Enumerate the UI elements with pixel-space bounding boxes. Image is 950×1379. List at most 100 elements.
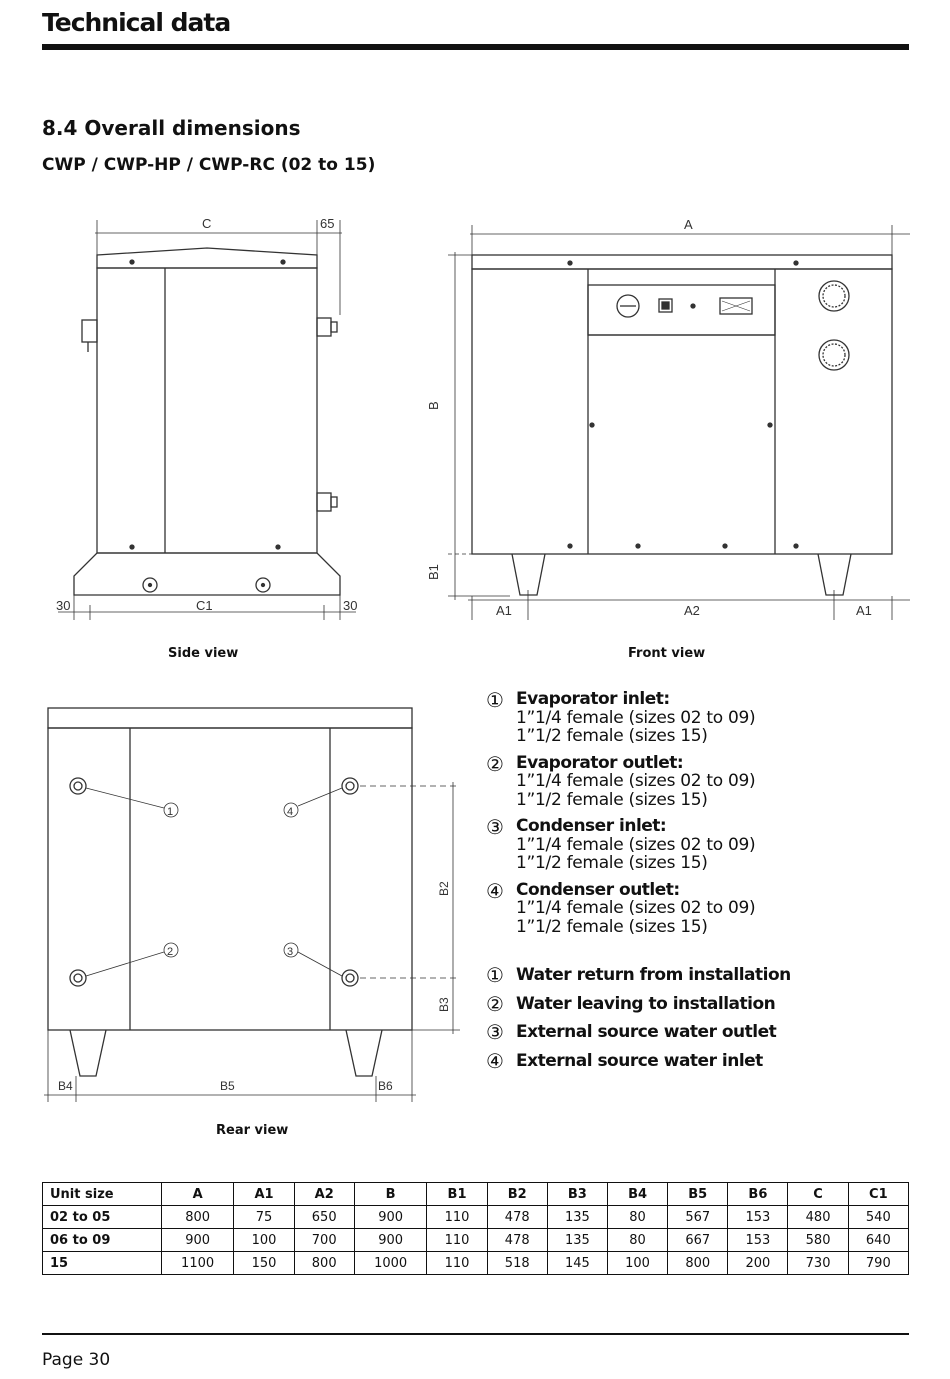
table-cell: 100	[606, 1251, 669, 1275]
column-header: A	[160, 1182, 235, 1206]
table-cell: 667	[667, 1228, 729, 1252]
legend-item: ① Evaporator inlet: 1”1/4 female (sizes …	[486, 690, 926, 746]
legend-number: ③	[486, 1020, 504, 1045]
table-cell: 640	[847, 1228, 910, 1252]
legend-line: 1”1/4 female (sizes 02 to 09)	[516, 771, 756, 791]
dim-label-b6: B6	[378, 1079, 393, 1093]
legend-number: ①	[486, 688, 504, 712]
page-header-title: Technical data	[42, 8, 231, 37]
legend-number: ②	[486, 751, 504, 776]
table-row: 15 1100 150 800 1000 110 518 145 100 800…	[42, 1251, 910, 1275]
table-cell: 80	[606, 1228, 669, 1252]
column-header: B2	[486, 1182, 548, 1206]
table-cell: 153	[727, 1228, 789, 1252]
legend-item: ④ Condenser outlet: 1”1/4 female (sizes …	[486, 878, 926, 937]
dim-label-a: A	[684, 217, 693, 232]
table-cell: 200	[727, 1251, 789, 1275]
table-cell: 567	[667, 1205, 729, 1229]
column-header: A2	[293, 1182, 355, 1206]
table-cell: 478	[486, 1228, 548, 1252]
legend-line: 1”1/2 female (sizes 15)	[516, 916, 708, 937]
front-view-drawing: A B B1 A1 A2 A1	[426, 217, 910, 620]
dim-label-c1: C1	[196, 598, 213, 613]
table-cell: 540	[847, 1205, 910, 1229]
table-cell: 75	[233, 1205, 295, 1229]
table-cell: 580	[787, 1228, 849, 1252]
dim-label-a1-left: A1	[496, 603, 512, 618]
header-rule	[42, 44, 909, 50]
water-function-legend: ① Water return from installation ② Water…	[486, 961, 926, 1075]
table-cell: 145	[546, 1251, 608, 1275]
table-cell: 135	[546, 1205, 608, 1229]
table-cell: 900	[160, 1228, 235, 1252]
side-view-drawing: C 65 30 C1 30	[56, 216, 357, 620]
legend-text: External source water outlet	[516, 1022, 777, 1042]
side-view-caption: Side view	[168, 646, 239, 661]
dim-label-a2: A2	[684, 603, 700, 618]
legend-item: ② Evaporator outlet: 1”1/4 female (sizes…	[486, 751, 926, 810]
legend-title: Evaporator inlet:	[516, 689, 670, 709]
dim-label-30-left: 30	[56, 598, 70, 613]
legend-line: 1”1/4 female (sizes 02 to 09)	[516, 834, 756, 855]
table-cell: 100	[233, 1228, 295, 1252]
legend-number: ②	[486, 991, 504, 1016]
table-row: 02 to 05 800 75 650 900 110 478 135 80 5…	[42, 1205, 910, 1229]
column-header: B3	[546, 1182, 608, 1206]
rear-callout-2: 2	[167, 946, 173, 958]
connection-legend: ① Evaporator inlet: 1”1/4 female (sizes …	[486, 690, 926, 944]
legend-title: Condenser inlet:	[516, 816, 667, 836]
table-cell: 110	[426, 1251, 488, 1275]
dim-label-b4: B4	[58, 1079, 73, 1093]
legend-item: ④ External source water inlet	[486, 1047, 926, 1076]
table-cell: 02 to 05	[42, 1205, 162, 1229]
table-cell: 06 to 09	[42, 1228, 162, 1252]
model-subtitle: CWP / CWP-HP / CWP-RC (02 to 15)	[42, 155, 376, 175]
table-cell: 650	[293, 1205, 355, 1229]
legend-text: Water leaving to installation	[516, 993, 776, 1014]
table-cell: 790	[847, 1251, 910, 1275]
column-header: Unit size	[42, 1182, 162, 1206]
column-header: B5	[667, 1182, 729, 1206]
dim-label-b: B	[426, 401, 441, 410]
legend-number: ③	[486, 815, 504, 839]
column-header: B	[353, 1182, 428, 1206]
dim-label-b3: B3	[437, 997, 451, 1012]
legend-item: ③ External source water outlet	[486, 1018, 926, 1047]
table-cell: 518	[486, 1251, 548, 1275]
dim-label-a1-right: A1	[856, 603, 872, 618]
table-cell: 900	[353, 1205, 428, 1229]
rear-fittings	[69, 777, 359, 987]
legend-text: Water return from installation	[516, 965, 791, 985]
table-cell: 135	[546, 1228, 608, 1252]
column-header: B1	[426, 1182, 488, 1206]
column-header: C1	[847, 1182, 910, 1206]
table-row: 06 to 09 900 100 700 900 110 478 135 80 …	[42, 1228, 910, 1252]
table-cell: 730	[787, 1251, 849, 1275]
rear-callout-1: 1	[167, 806, 173, 818]
legend-number: ①	[486, 963, 504, 988]
legend-number: ④	[486, 878, 504, 903]
page-number: Page 30	[42, 1350, 111, 1370]
rear-view-caption: Rear view	[216, 1123, 289, 1138]
table-cell: 900	[353, 1228, 428, 1252]
table-cell: 800	[293, 1251, 355, 1275]
table-cell: 1100	[160, 1251, 235, 1275]
dim-label-c: C	[202, 216, 211, 231]
rear-view-drawing: 1 4 2 3 B2 B3 B4 B5 B6	[44, 707, 460, 1102]
dim-label-65: 65	[320, 216, 334, 231]
table-cell: 15	[42, 1251, 162, 1275]
dimensions-table: Unit size A A1 A2 B B1 B2 B3 B4 B5 B6 C …	[42, 1182, 910, 1275]
table-cell: 700	[293, 1228, 355, 1252]
front-view-caption: Front view	[628, 646, 706, 661]
column-header: C	[787, 1182, 849, 1206]
legend-line: 1”1/4 female (sizes 02 to 09)	[516, 898, 756, 918]
legend-number: ④	[486, 1048, 504, 1073]
table-cell: 80	[606, 1205, 669, 1229]
dim-label-b1: B1	[426, 564, 441, 580]
footer-rule	[42, 1333, 909, 1335]
dim-label-b5: B5	[220, 1079, 235, 1093]
rear-callout-3: 3	[287, 946, 293, 958]
column-header: A1	[233, 1182, 295, 1206]
table-cell: 150	[233, 1251, 295, 1275]
legend-item: ③ Condenser inlet: 1”1/4 female (sizes 0…	[486, 817, 926, 873]
